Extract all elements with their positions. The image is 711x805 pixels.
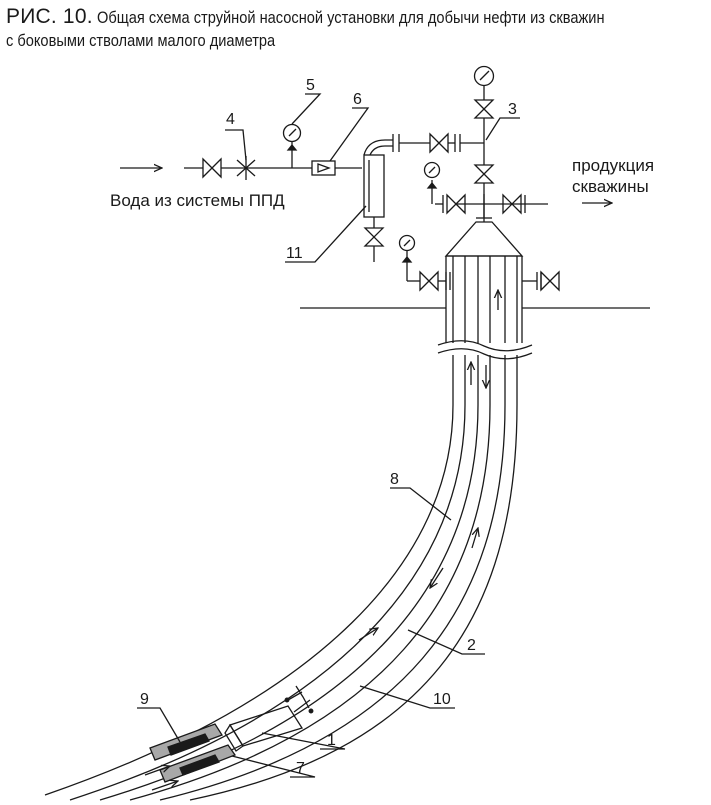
outlet-text-line2: скважины: [572, 177, 649, 196]
figure-label: РИС. 10.: [6, 5, 93, 28]
callout-5: 5: [306, 77, 315, 94]
callout-2: 2: [467, 637, 476, 654]
pressure-gauge-top-icon: [473, 65, 495, 87]
figure-caption: РИС. 10. Общая схема струйной насосной у…: [6, 6, 706, 52]
pressure-gauge-5-icon: [282, 123, 302, 143]
drain-valve-icon: [363, 227, 385, 247]
inlet-valve-icon: [202, 157, 222, 179]
figure-title-line2: с боковыми стволами малого диаметра: [6, 31, 276, 50]
annulus-valve-left-icon: [419, 270, 439, 292]
wellhead-3: [423, 65, 548, 257]
callout-8: 8: [390, 471, 399, 488]
packer-7: [159, 744, 237, 783]
annulus-valve-right-icon: [540, 270, 560, 292]
inlet-text: Вода из системы ППД: [110, 191, 285, 210]
bypass-valve-icon: [429, 132, 449, 154]
packer-9: [149, 723, 223, 761]
pressure-gauge-side-icon: [423, 161, 441, 179]
callout-6: 6: [353, 91, 362, 108]
outlet-text-line1: продукция: [572, 156, 654, 175]
master-valve-icon: [473, 164, 495, 184]
callout-3: 3: [508, 101, 517, 118]
casing-line-10: [189, 355, 518, 801]
right-wing-valve-icon: [502, 193, 522, 215]
check-valve-block: [284, 685, 314, 714]
callout-4: 4: [226, 111, 235, 128]
break-mark-bottom: [437, 348, 533, 360]
pressure-gauge-annulus-icon: [398, 234, 416, 252]
callout-1: 1: [327, 732, 336, 749]
top-valve-icon: [473, 99, 495, 119]
break-mark-top: [437, 340, 533, 352]
callout-11: 11: [286, 245, 303, 262]
callout-7: 7: [296, 760, 305, 777]
casing-line-8: [44, 355, 454, 796]
flowmeter-icon: [311, 160, 336, 176]
figure-title-line1: Общая схема струйной насосной установки …: [97, 8, 605, 27]
jet-pump-1: [224, 705, 304, 752]
vessel-11: [363, 139, 393, 218]
callout-9: 9: [140, 691, 149, 708]
callout-10: 10: [433, 691, 451, 708]
left-wing-valve-icon: [446, 193, 466, 215]
